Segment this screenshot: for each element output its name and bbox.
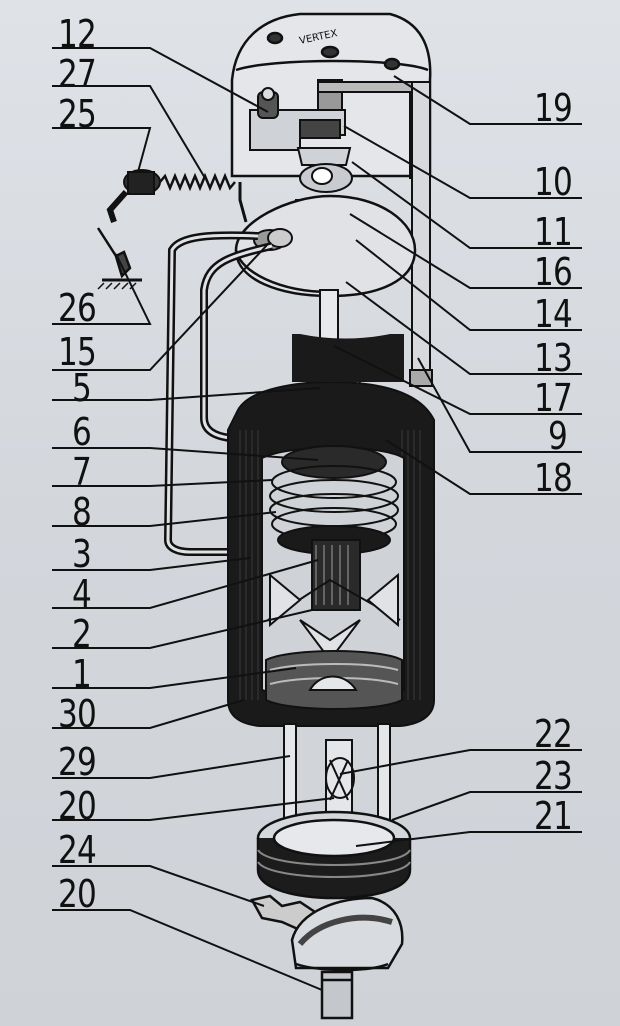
label-1: 1 [72,652,92,696]
label-12: 12 [58,12,97,56]
label-17: 17 [534,376,573,420]
spring-wire [159,172,236,192]
label-3: 3 [72,532,92,576]
label-24: 24 [58,828,97,872]
label-11: 11 [534,210,573,254]
label-20-upper: 20 [58,784,97,828]
label-6: 6 [72,410,92,454]
label-2: 2 [72,612,92,656]
label-5: 5 [72,366,92,410]
side-rod [409,81,433,387]
breaker-plate [234,194,417,298]
label-7: 7 [72,450,92,494]
label-23: 23 [534,754,573,798]
label-9: 9 [548,414,568,458]
label-26: 26 [58,286,97,330]
pole-shoes [265,650,403,710]
label-21: 21 [534,794,573,838]
label-15: 15 [58,330,97,374]
switch-25 [106,169,161,223]
label-22: 22 [534,712,573,756]
label-25: 25 [58,92,97,136]
drive-coupling [250,894,404,1020]
drive-housing [256,810,412,900]
switch-26 [96,227,142,290]
label-30: 30 [58,692,97,736]
lower-rods [283,723,391,825]
label-13: 13 [534,336,573,380]
label-18: 18 [534,456,573,500]
label-14: 14 [534,292,573,336]
label-4: 4 [72,572,92,616]
leader-lines [52,47,582,991]
label-16: 16 [534,250,573,294]
label-10: 10 [534,160,573,204]
label-29: 29 [58,740,97,784]
armature-core [267,539,401,662]
label-27: 27 [58,52,97,96]
label-20-lower: 20 [58,872,97,916]
label-8: 8 [72,490,92,534]
label-19: 19 [534,86,573,130]
